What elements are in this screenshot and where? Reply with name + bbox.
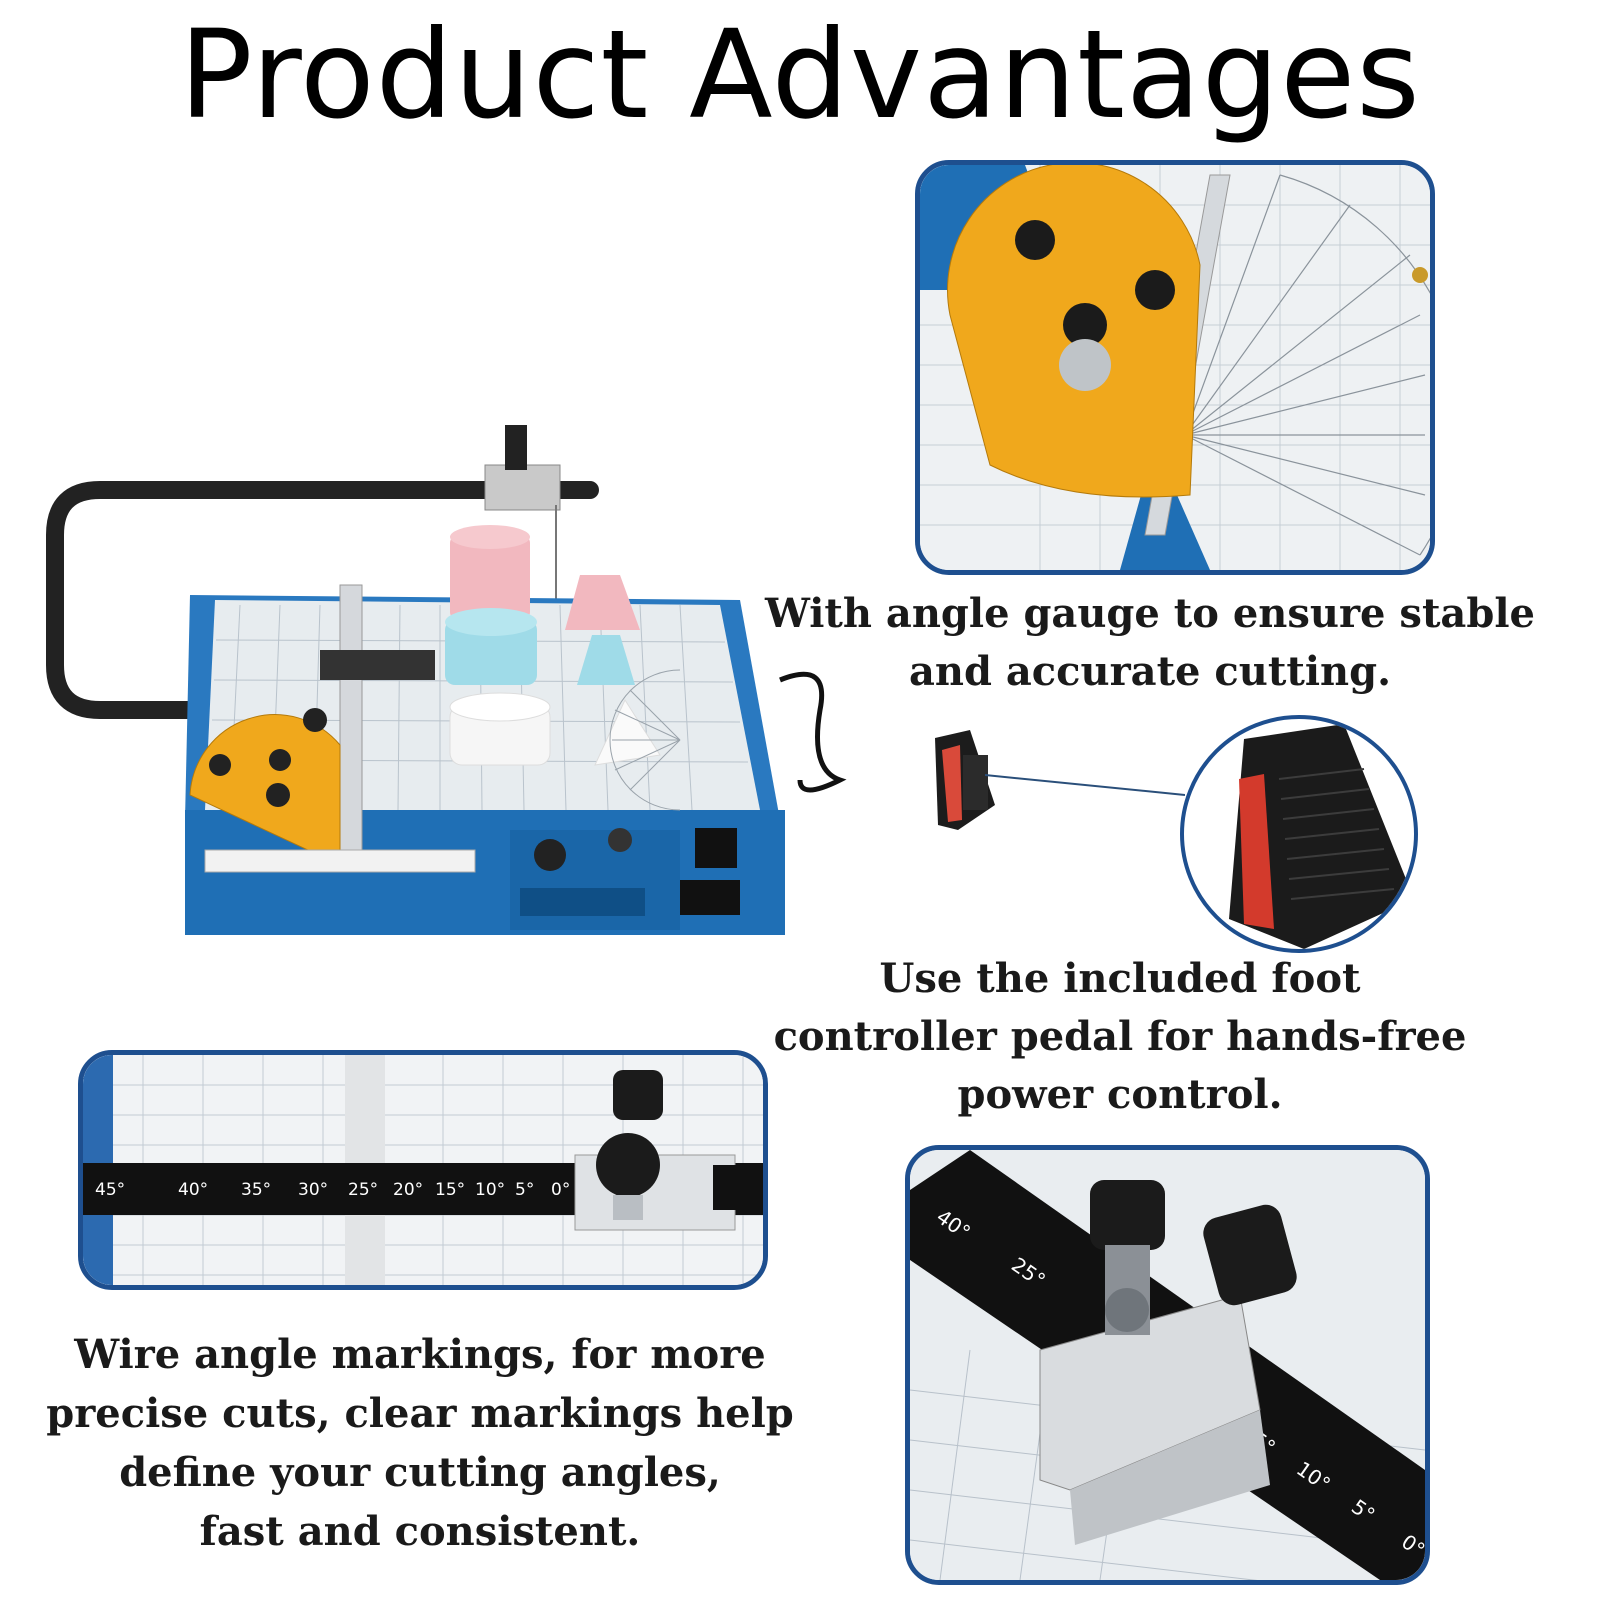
foot-pedal-caption: Use the included foot controller pedal f… — [760, 950, 1480, 1124]
wire-angle-scale-frame: 45° 40° 35° 30° 25° 20° 15° 10° 5° 0° — [78, 1050, 768, 1290]
scale-label: 0° — [551, 1180, 570, 1200]
scale-label: 5° — [515, 1180, 534, 1200]
scale-label: 10° — [475, 1180, 505, 1200]
caption-line: Wire angle markings, for more — [74, 1331, 766, 1378]
scale-label: 35° — [241, 1180, 271, 1200]
scale-label: 25° — [348, 1180, 378, 1200]
wire-clamp-closeup-image: 40° 25° 15° 10° 5° 0° — [910, 1150, 1425, 1580]
foot-pedal-closeup-circle — [1180, 715, 1418, 953]
wire-angle-scale-image: 45° 40° 35° 30° 25° 20° 15° 10° 5° 0° — [83, 1055, 763, 1285]
page-title: Product Advantages — [179, 4, 1421, 146]
caption-line: define your cutting angles, — [119, 1449, 721, 1496]
scale-label: 40° — [178, 1180, 208, 1200]
scale-label: 20° — [393, 1180, 423, 1200]
pedal-pointer-line — [985, 774, 1185, 796]
wire-angle-caption: Wire angle markings, for more precise cu… — [40, 1325, 800, 1561]
wire-clamp-closeup-frame: 40° 25° 15° 10° 5° 0° — [905, 1145, 1430, 1585]
scale-label: 15° — [435, 1180, 465, 1200]
caption-line: Use the included foot — [879, 955, 1361, 1002]
foot-pedal-image — [930, 730, 1000, 835]
caption-line: precise cuts, clear markings help — [46, 1390, 794, 1437]
scale-label: 45° — [95, 1180, 125, 1200]
caption-line: and accurate cutting. — [908, 648, 1391, 695]
caption-line: fast and consistent. — [199, 1508, 641, 1555]
angle-gauge-caption: With angle gauge to ensure stable and ac… — [760, 585, 1540, 701]
scale-label: 30° — [298, 1180, 328, 1200]
angle-gauge-closeup-image — [920, 165, 1430, 570]
foam-cutter-product-image — [40, 410, 890, 960]
caption-line: power control. — [957, 1071, 1283, 1118]
caption-line: With angle gauge to ensure stable — [765, 590, 1535, 637]
angle-gauge-closeup-frame — [915, 160, 1435, 575]
caption-line: controller pedal for hands-free — [773, 1013, 1467, 1060]
